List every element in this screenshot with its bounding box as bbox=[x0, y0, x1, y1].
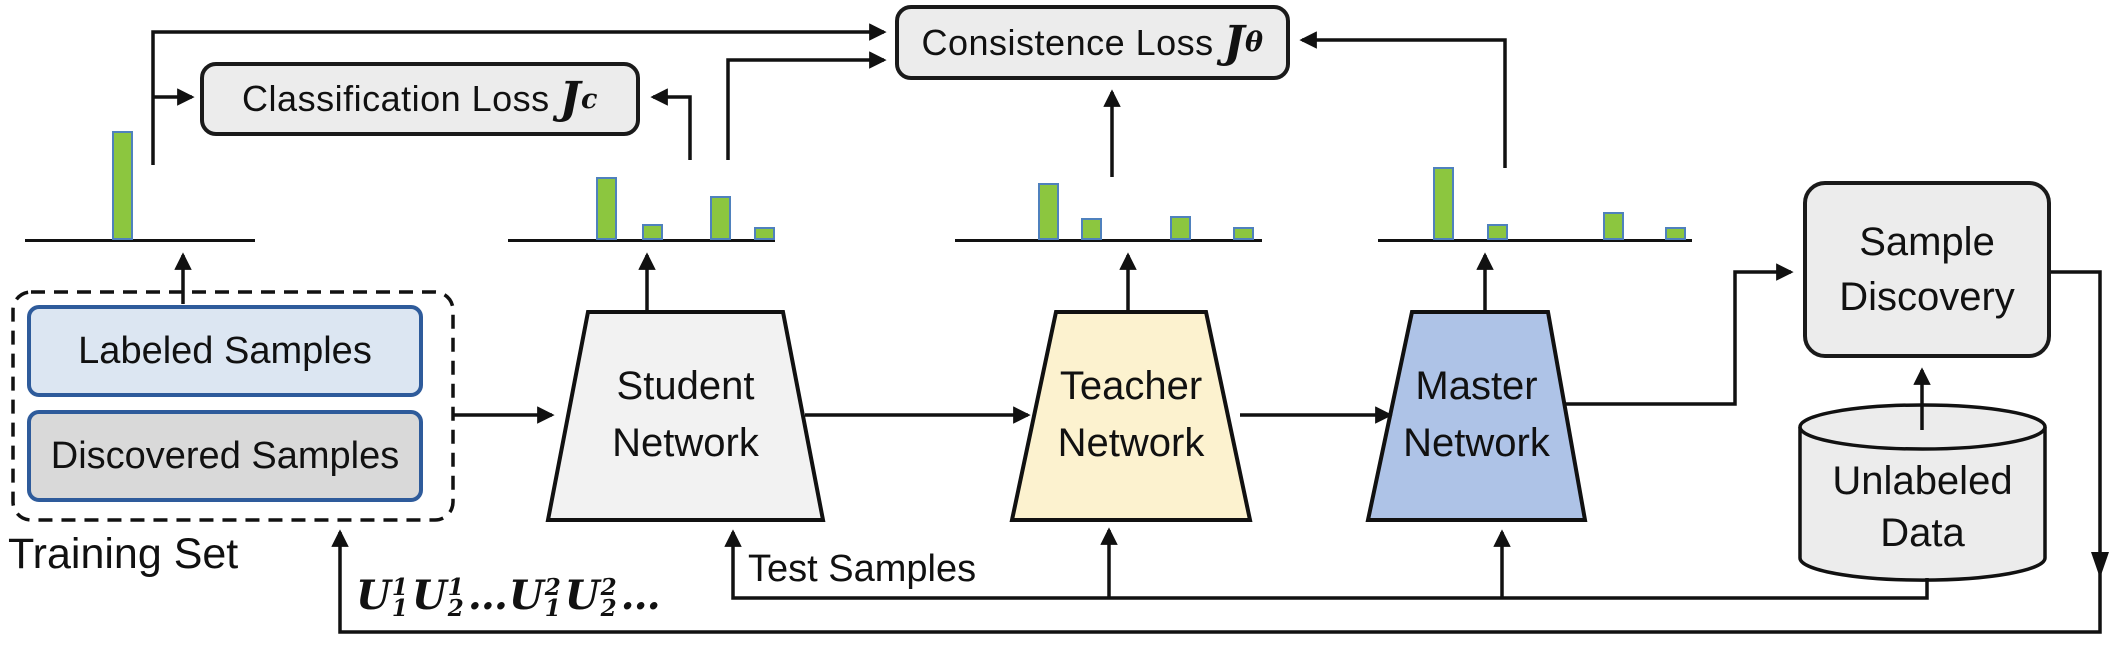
master-prediction-distribution-bar bbox=[1433, 167, 1454, 240]
student-prediction-distribution-bar bbox=[642, 224, 663, 240]
student-network-shape bbox=[545, 310, 826, 522]
unlabeled-data-line2: Data bbox=[1880, 511, 1965, 555]
master-prediction-distribution-bar bbox=[1603, 212, 1624, 240]
discovered-samples-label: Discovered Samples bbox=[50, 434, 400, 477]
discovered-samples-box: Discovered Samples bbox=[27, 410, 423, 502]
student-prediction-distribution-bar bbox=[596, 177, 617, 240]
connector-gt-to-consistence bbox=[151, 23, 887, 165]
sample-discovery-line2: Discovery bbox=[1839, 274, 2015, 319]
unlabeled-data-label: Unlabeled Data bbox=[1800, 452, 2045, 562]
teacher-network-shape bbox=[1009, 310, 1253, 522]
teacher-prediction-distribution-bar bbox=[1170, 216, 1191, 240]
master-prediction-distribution-bar bbox=[1665, 227, 1686, 240]
master-line1: Master bbox=[1415, 364, 1538, 408]
labeled-samples-box: Labeled Samples bbox=[27, 305, 423, 397]
teacher-network-label: Teacher Network bbox=[1012, 340, 1250, 490]
teacher-prediction-distribution-bar bbox=[1038, 183, 1059, 240]
unlabeled-data-cylinder-body bbox=[1798, 427, 2047, 582]
teacher-prediction-distribution-bar bbox=[1081, 218, 1102, 240]
teacher-line1: Teacher bbox=[1059, 364, 1203, 408]
consistence-loss-label: Consistence Loss bbox=[921, 21, 1214, 63]
u-symbol: U bbox=[508, 572, 544, 619]
connector-master-to-sample-discovery bbox=[1565, 263, 1794, 406]
student-line2: Network bbox=[612, 421, 759, 465]
master-line2: Network bbox=[1403, 421, 1550, 465]
training-set-label: Training Set bbox=[8, 530, 239, 578]
classification-loss-symbol: J bbox=[559, 73, 581, 124]
master-network-label: Master Network bbox=[1368, 340, 1585, 490]
consistence-loss-symbol: J bbox=[1223, 16, 1245, 68]
connector-student-to-consistence bbox=[726, 51, 887, 160]
sample-discovery-box: Sample Discovery bbox=[1803, 181, 2051, 358]
consistence-loss-subscript: θ bbox=[1244, 27, 1264, 58]
teacher-line2: Network bbox=[1057, 421, 1205, 465]
test-samples-label: Test Samples bbox=[748, 548, 977, 590]
student-network-label: Student Network bbox=[548, 340, 823, 490]
classification-loss-label: Classification Loss bbox=[242, 78, 550, 119]
student-prediction-distribution-axis bbox=[508, 239, 775, 242]
ground-truth-distribution-axis bbox=[25, 239, 255, 242]
ellipsis: … bbox=[620, 572, 662, 619]
feedback-down-arrowhead bbox=[2091, 552, 2109, 578]
master-prediction-distribution-axis bbox=[1378, 239, 1692, 242]
master-prediction-distribution-bar bbox=[1487, 224, 1508, 240]
connector-master-to-consistence bbox=[1299, 31, 1507, 168]
sample-discovery-line1: Sample bbox=[1859, 219, 1995, 264]
labeled-samples-label: Labeled Samples bbox=[78, 329, 372, 372]
classification-loss-subscript: c bbox=[581, 83, 598, 115]
connector-student-to-classification bbox=[650, 88, 692, 160]
student-prediction-distribution-bar bbox=[754, 227, 775, 240]
student-prediction-distribution-bar bbox=[710, 196, 731, 240]
u-symbol: U bbox=[564, 572, 600, 619]
student-line1: Student bbox=[616, 364, 755, 408]
training-set-dashed-box bbox=[11, 290, 455, 522]
connector-discovery-feedback-loop bbox=[331, 270, 2102, 634]
u-symbol: U bbox=[411, 572, 447, 619]
teacher-prediction-distribution-bar bbox=[1233, 227, 1254, 240]
unlabeled-data-line1: Unlabeled bbox=[1832, 459, 2013, 503]
connector-test-samples-line bbox=[724, 529, 1929, 600]
ellipsis: … bbox=[467, 572, 509, 619]
master-network-shape bbox=[1365, 310, 1588, 522]
ground-truth-distribution-bar bbox=[112, 131, 133, 240]
u-symbol: U bbox=[356, 572, 391, 619]
teacher-prediction-distribution-axis bbox=[955, 239, 1262, 242]
